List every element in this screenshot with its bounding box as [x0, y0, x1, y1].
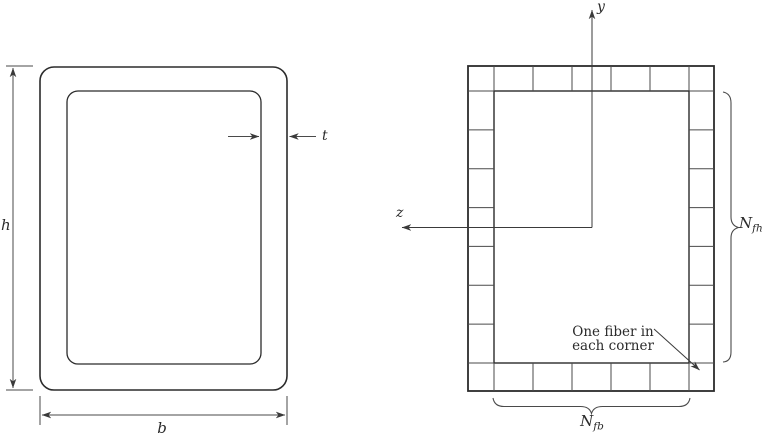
width-dimension — [39, 396, 288, 425]
nfb-label: Nfb — [570, 412, 614, 432]
nfh-brace — [722, 91, 741, 363]
nfb-brace — [492, 397, 691, 416]
height-dimension — [6, 65, 33, 391]
width-label: b — [157, 419, 167, 437]
nfb-label-base: N — [580, 412, 594, 430]
tube-outer-wall — [39, 66, 288, 391]
nfh-label-base: N — [739, 214, 753, 232]
nfh-label-sub: fh — [752, 222, 763, 235]
corner-annotation-line1: One fiber in — [572, 324, 654, 340]
corner-annotation-line2: each corner — [572, 338, 654, 354]
height-label: h — [1, 216, 11, 234]
corner-annotation: One fiber in each corner — [557, 325, 669, 353]
thickness-label: t — [322, 128, 328, 144]
z-axis-label: z — [396, 205, 404, 221]
nfb-label-sub: fb — [593, 420, 604, 433]
y-axis-label: y — [597, 0, 605, 15]
tube-inner-wall — [66, 90, 262, 365]
nfh-label: Nfh — [739, 214, 763, 234]
corner-annotation-arrow — [653, 328, 700, 371]
fiber-section-outer-edge — [467, 65, 715, 392]
tube-section-outline — [39, 66, 288, 391]
